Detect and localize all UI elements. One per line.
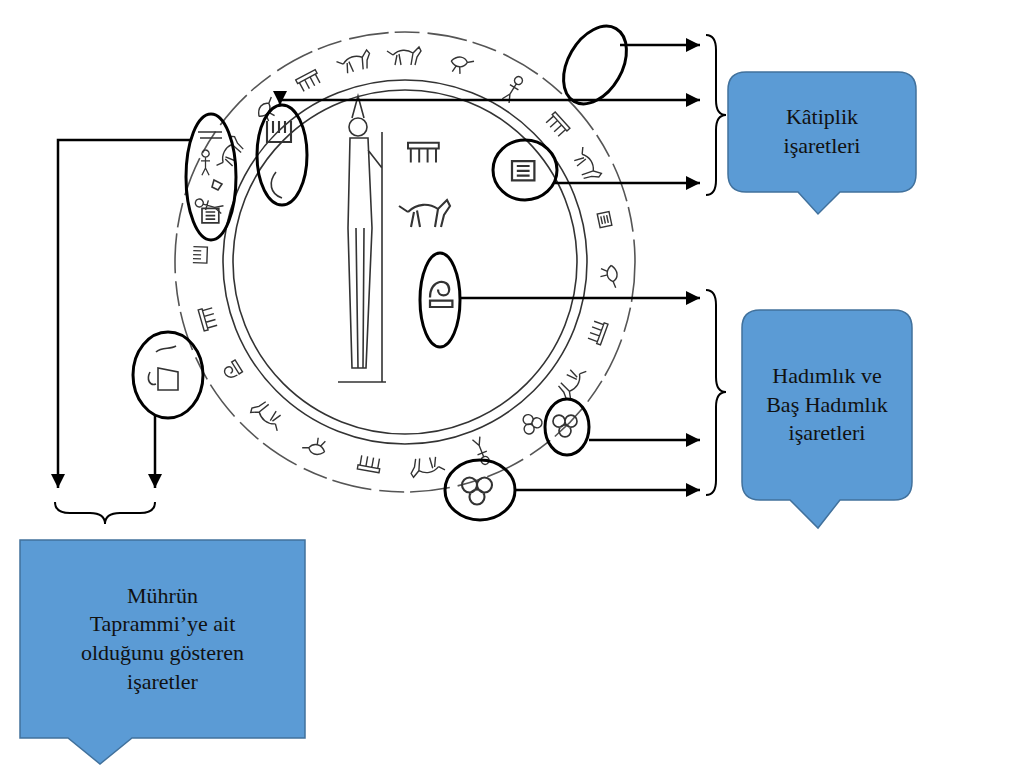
seal-sign xyxy=(212,180,222,190)
seal-sign xyxy=(512,161,534,180)
seal-sign xyxy=(198,306,218,331)
callout-body: Mührün Taprammi’ye ait olduğunu gösteren… xyxy=(20,540,305,738)
seal-sign xyxy=(387,47,421,65)
marking-ellipse xyxy=(133,332,203,418)
callout-outline xyxy=(742,310,912,528)
seal-sign xyxy=(271,172,282,198)
callout-body: Kâtiplik işaretleri xyxy=(728,72,916,192)
marking-ellipse xyxy=(186,114,236,240)
callout-box: Kâtiplik işaretleri xyxy=(728,72,916,192)
seal-sign xyxy=(448,55,474,77)
leader-arrow xyxy=(58,140,190,488)
leader-arrow xyxy=(515,489,700,492)
seal-sign xyxy=(597,211,612,227)
marking-ellipse xyxy=(420,253,460,347)
leader-arrow xyxy=(620,44,700,47)
curly-bracket xyxy=(706,35,726,195)
seal-sign xyxy=(399,200,450,227)
callout-text: Kâtiplik işaretleri xyxy=(757,103,887,160)
seal-ring xyxy=(233,90,577,434)
seal-sign xyxy=(213,134,246,172)
seal-sign xyxy=(201,150,210,175)
callout-body: Hadımlık ve Baş Hadımlık işaretleri xyxy=(742,310,912,500)
callout-text: Hadımlık ve Baş Hadımlık işaretleri xyxy=(760,362,895,448)
seal-ring xyxy=(223,80,587,444)
standing-figure-head xyxy=(349,118,367,136)
seal-sign xyxy=(545,112,570,138)
seal-sign xyxy=(462,478,492,505)
callout-box: Hadımlık ve Baş Hadımlık işaretleri xyxy=(742,310,912,500)
seal-sign xyxy=(408,143,439,163)
seal-sign xyxy=(553,415,577,437)
curly-bracket xyxy=(706,290,726,495)
seal-sign xyxy=(555,363,590,401)
leader-arrow xyxy=(154,416,157,488)
seal-sign xyxy=(600,265,618,288)
seal-sign xyxy=(302,433,329,457)
leader-arrow xyxy=(280,100,700,105)
marking-ellipse xyxy=(493,140,557,200)
marking-ellipse xyxy=(445,460,515,520)
callout-text: Mührün Taprammi’ye ait olduğunu gösteren… xyxy=(73,582,253,696)
seal-sign xyxy=(517,410,544,436)
seal-sign xyxy=(156,346,176,352)
seal-sign xyxy=(587,319,608,344)
seal-sign xyxy=(222,360,243,380)
seal-sign xyxy=(336,50,373,76)
callout-outline xyxy=(20,540,305,764)
seal-sign xyxy=(249,398,286,434)
leader-arrow xyxy=(589,439,700,442)
seal-sign xyxy=(430,282,452,307)
leader-arrow xyxy=(555,182,700,185)
seal-sign xyxy=(148,368,178,390)
curly-bracket xyxy=(55,502,155,524)
seal-sign xyxy=(198,132,222,138)
seal-sign xyxy=(267,121,291,142)
seal-sign xyxy=(296,70,322,93)
callout-box: Mührün Taprammi’ye ait olduğunu gösteren… xyxy=(20,540,305,738)
marking-ellipse xyxy=(545,399,589,455)
callout-shape xyxy=(742,310,912,528)
seal-sign xyxy=(202,208,219,222)
seal-sign xyxy=(570,145,602,183)
standing-figure xyxy=(338,96,386,382)
callout-outline xyxy=(728,72,916,214)
seal-sign xyxy=(357,455,381,473)
seal-sign xyxy=(410,456,446,477)
marking-ellipse xyxy=(257,105,307,205)
seal-sign xyxy=(193,247,208,263)
leader-arrow xyxy=(460,297,700,300)
seal-sign xyxy=(255,97,282,124)
